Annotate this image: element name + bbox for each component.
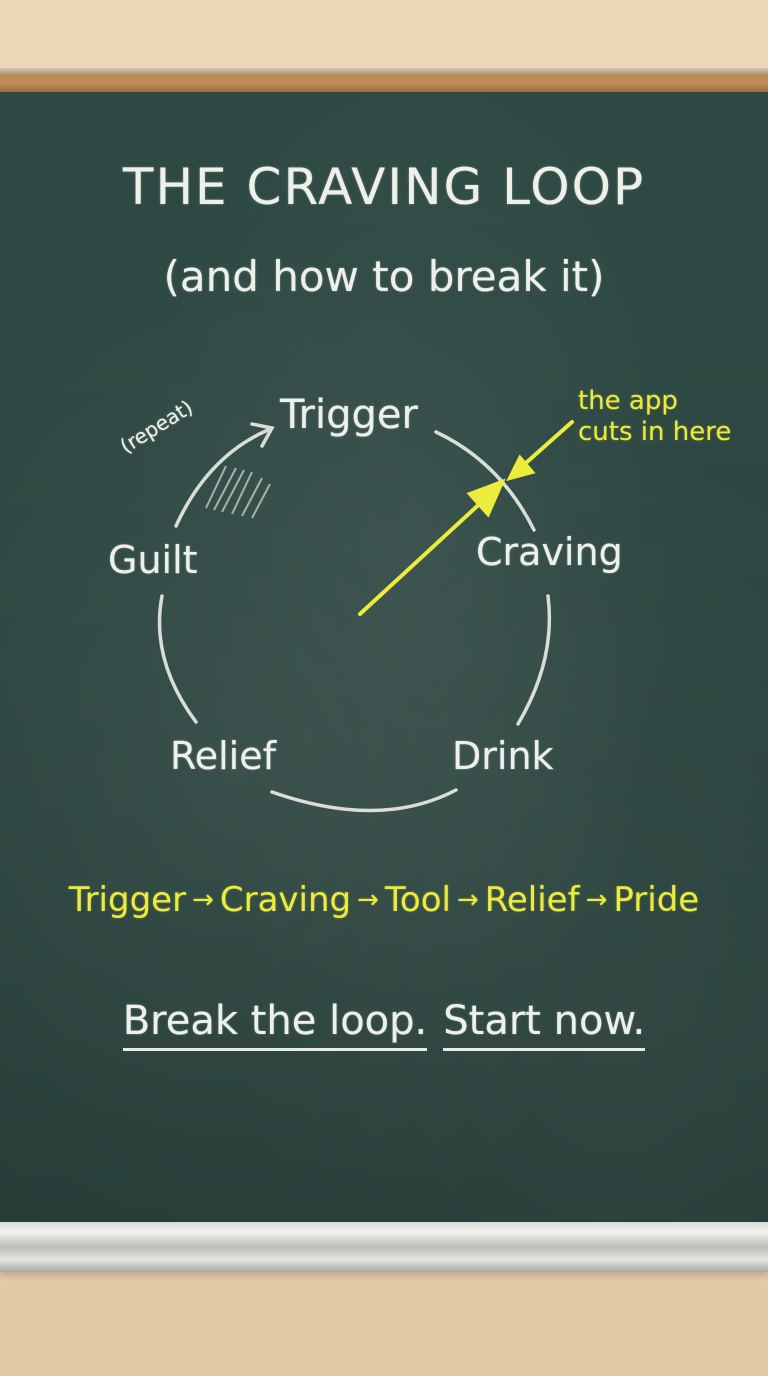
arc-relief-guilt — [157, 594, 198, 724]
annotation-pointer — [516, 420, 574, 472]
node-guilt: Guilt — [108, 538, 198, 582]
arc-craving-drink — [516, 594, 552, 726]
chalk-tray — [0, 1222, 768, 1272]
chalk-scribble — [205, 465, 271, 519]
node-relief: Relief — [170, 734, 276, 778]
app-annotation: the app cuts in here — [578, 386, 731, 448]
flow-step-relief: Relief — [484, 880, 580, 920]
subtitle: (and how to break it) — [163, 252, 605, 301]
app-arrowhead — [466, 478, 506, 518]
chalkboard — [0, 92, 768, 1222]
arc-guilt-trigger — [174, 428, 270, 528]
flow-arrow-1: → — [192, 885, 214, 915]
flow-sequence: Trigger → Craving → Tool → Relief → Prid… — [0, 880, 768, 920]
flow-arrow-2: → — [357, 885, 379, 915]
annotation-pointer-head — [506, 454, 536, 482]
flow-step-craving: Craving — [219, 880, 352, 920]
node-craving: Craving — [476, 530, 623, 574]
flow-step-tool: Tool — [384, 880, 451, 920]
call-to-action: Break the loop. Start now. — [0, 998, 768, 1051]
flow-step-trigger: Trigger — [68, 880, 187, 920]
app-intervention-arrow — [358, 496, 488, 616]
annotation-line-2: cuts in here — [578, 417, 732, 448]
flow-arrow-3: → — [456, 885, 479, 915]
flow-arrow-4: → — [585, 885, 608, 915]
annotation-line-1: the app — [578, 386, 678, 416]
arc-drink-relief — [270, 788, 458, 813]
cta-start-now: Start now. — [443, 998, 646, 1051]
page-title: THE CRAVING LOOP — [122, 158, 646, 216]
node-drink: Drink — [452, 734, 554, 778]
cta-break-loop: Break the loop. — [122, 998, 428, 1051]
flow-step-pride: Pride — [613, 880, 700, 920]
node-trigger: Trigger — [280, 392, 418, 438]
arrowhead-repeat — [250, 422, 275, 448]
arc-trigger-craving — [434, 430, 536, 532]
corkboard-frame — [0, 68, 768, 92]
